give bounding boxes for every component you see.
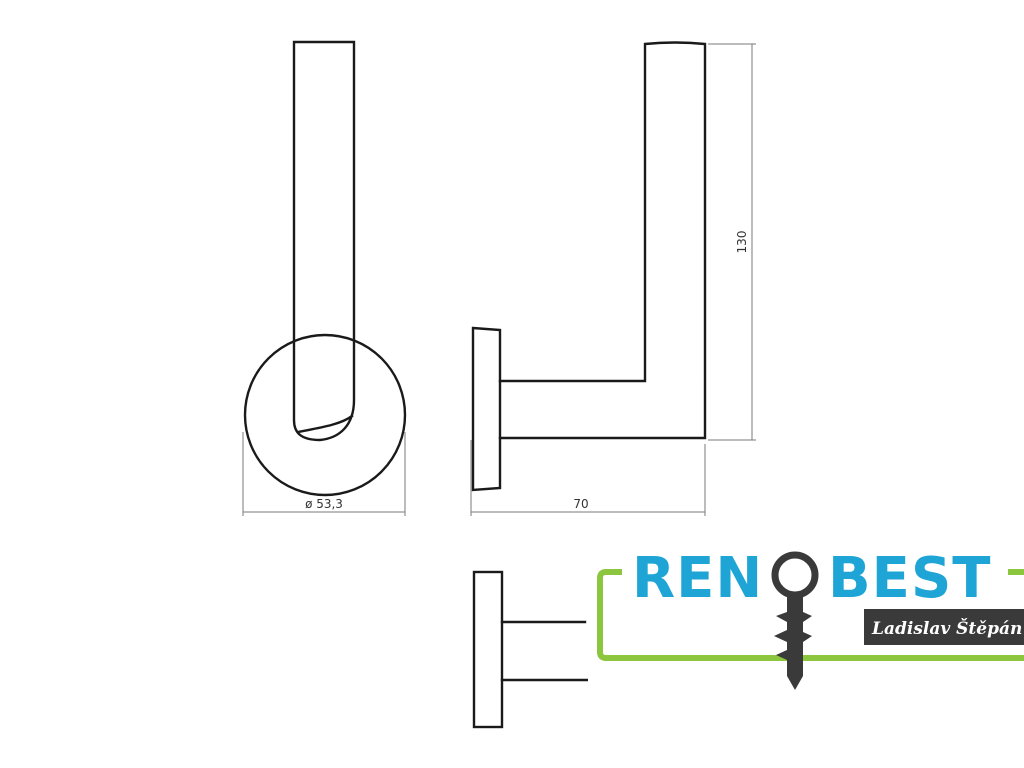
dimension-diameter: ø 53,3	[242, 432, 406, 516]
projection-label: 70	[573, 497, 588, 511]
logo-owner-name: Ladislav Štěpán	[871, 618, 1022, 639]
key-icon	[771, 551, 819, 690]
height-label: 130	[735, 231, 749, 254]
dimension-projection: 70	[470, 440, 706, 516]
renobest-logo: REN BEST Ladislav Štěpán	[588, 530, 1024, 690]
bottom-rose-plate	[472, 570, 504, 729]
lever-front-curve	[296, 414, 354, 434]
lever-side-outline	[498, 41, 707, 440]
side-view	[471, 41, 707, 492]
logo-frame	[597, 569, 1024, 661]
diameter-label: ø 53,3	[305, 497, 343, 511]
lever-front-outline	[292, 40, 356, 442]
rose-circle	[243, 333, 407, 497]
front-view	[243, 40, 407, 497]
logo-name-box	[864, 609, 1024, 645]
rose-side-plate	[471, 326, 502, 492]
bottom-view	[472, 570, 592, 729]
dimension-height: 130	[708, 43, 756, 441]
logo-word-right: BEST	[828, 546, 991, 611]
logo-word-left: REN	[632, 546, 763, 611]
